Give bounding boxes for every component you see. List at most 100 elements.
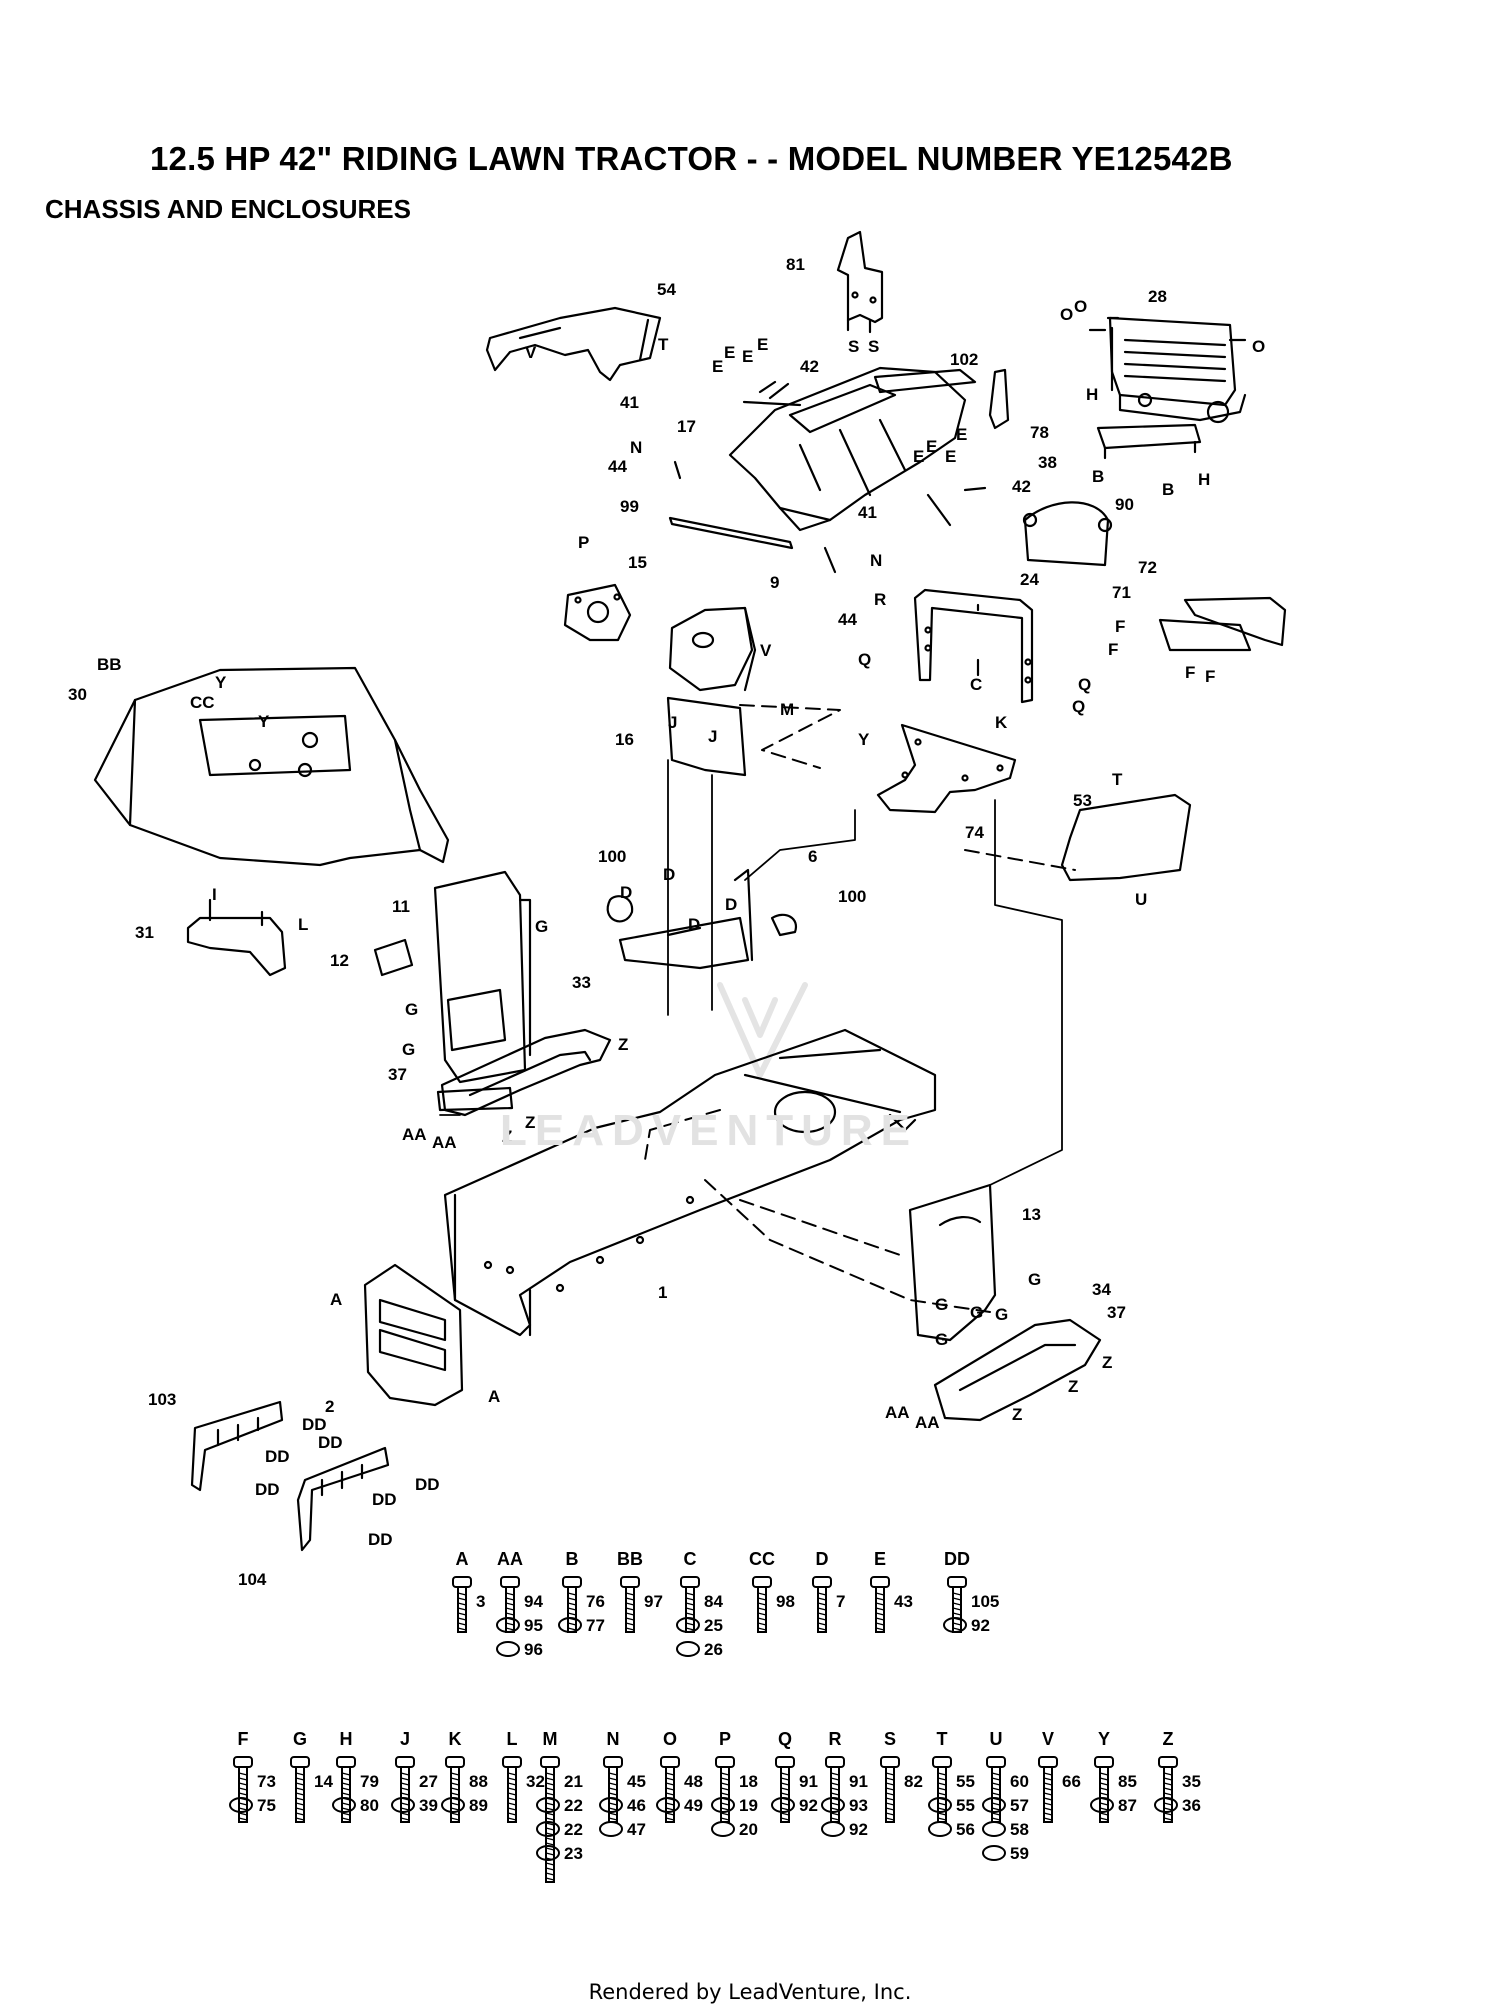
- ref-letter-Z: Z: [1012, 1405, 1022, 1424]
- part-42-left-shape: [758, 380, 790, 400]
- callout-CC: CC: [190, 693, 215, 712]
- ref-letter-D: D: [620, 883, 632, 902]
- hardware-letter: G: [293, 1729, 307, 1749]
- washer-icon: [943, 1617, 967, 1633]
- callout-41: 41: [620, 393, 639, 412]
- hardware-part-number: 85: [1118, 1772, 1137, 1791]
- washer-icon: [496, 1617, 520, 1633]
- callout-44: 44: [608, 457, 627, 476]
- reference-letters: V T S S E E E E E E E E N N O O O H H B …: [212, 297, 1265, 1549]
- part-37-left-shape: [436, 1086, 514, 1112]
- ref-letter-DD: DD: [372, 1490, 397, 1509]
- washer-icon: [821, 1797, 845, 1813]
- hardware-letter: F: [238, 1729, 249, 1749]
- hardware-letter: U: [990, 1729, 1003, 1749]
- hardware-letter: DD: [944, 1549, 970, 1569]
- ref-letter-Z: Z: [502, 1127, 512, 1146]
- ref-letter-B: B: [1162, 480, 1174, 499]
- hardware-part-number: 91: [849, 1772, 868, 1791]
- hardware-row2-h: H 79 80: [332, 1729, 379, 1823]
- callout-42: 42: [800, 357, 819, 376]
- ref-letter-I: I: [212, 885, 217, 904]
- hardware-part-number: 48: [684, 1772, 703, 1791]
- ref-letter-R: R: [874, 590, 886, 609]
- ref-letter-D: D: [725, 895, 737, 914]
- footer-credit: Rendered by LeadVenture, Inc.: [588, 1980, 912, 2004]
- callout-15: 15: [628, 553, 647, 572]
- callout-12: 12: [330, 951, 349, 970]
- ref-letter-Q: Q: [858, 650, 871, 669]
- washer-icon: [771, 1797, 795, 1813]
- bolt-head-icon: [775, 1756, 795, 1768]
- ref-letter-E: E: [926, 437, 937, 456]
- bolt-head-icon: [825, 1756, 845, 1768]
- callout-99: 99: [620, 497, 639, 516]
- hardware-part-number: 3: [476, 1592, 485, 1611]
- part-9-shape: [668, 606, 757, 692]
- bolt-head-icon: [986, 1756, 1006, 1768]
- hardware-part-number: 79: [360, 1772, 379, 1791]
- ref-letter-B: B: [1092, 467, 1104, 486]
- callout-AA: AA: [885, 1403, 910, 1422]
- hardware-letter: H: [340, 1729, 353, 1749]
- hardware-part-number: 82: [904, 1772, 923, 1791]
- callout-1: 1: [658, 1283, 667, 1302]
- ref-letter-F: F: [1205, 667, 1215, 686]
- washer-icon: [1090, 1797, 1114, 1813]
- hardware-part-number: 27: [419, 1772, 438, 1791]
- hardware-part-number: 84: [704, 1592, 723, 1611]
- ref-letter-F: F: [1115, 617, 1125, 636]
- leader-lines: [439, 759, 1063, 1186]
- watermark-text: LEADVENTURE: [500, 1106, 918, 1155]
- bolt-head-icon: [233, 1756, 253, 1768]
- ref-letter-DD: DD: [318, 1433, 343, 1452]
- part-6-shape: [618, 868, 754, 970]
- washer-icon: [391, 1797, 415, 1813]
- ref-letter-M: M: [780, 700, 794, 719]
- washer-icon: [711, 1821, 735, 1837]
- part-24-shape: [913, 588, 1034, 704]
- hardware-row1-a: A3: [452, 1549, 485, 1633]
- section-subtitle: CHASSIS AND ENCLOSURES: [45, 194, 411, 224]
- part-17-shape: [728, 366, 967, 532]
- part-74-shape: [876, 723, 1017, 814]
- ref-letter-C: C: [970, 675, 982, 694]
- bolt-head-icon: [603, 1756, 623, 1768]
- washer-icon: [1154, 1797, 1178, 1813]
- hardware-letter: E: [874, 1549, 886, 1569]
- hardware-part-number: 22: [564, 1796, 583, 1815]
- hardware-part-number: 32: [526, 1772, 545, 1791]
- part-100-left-shape: [606, 895, 634, 923]
- part-54-shape: [485, 306, 662, 382]
- ref-letter-T: T: [658, 335, 669, 354]
- hardware-part-number: 76: [586, 1592, 605, 1611]
- ref-letter-A: A: [488, 1387, 500, 1406]
- callout-41: 41: [858, 503, 877, 522]
- ref-letter-G: G: [935, 1295, 948, 1314]
- hardware-part-number: 75: [257, 1796, 276, 1815]
- hardware-letter: M: [543, 1729, 558, 1749]
- callout-103: 103: [148, 1390, 176, 1409]
- hardware-letter: L: [507, 1729, 518, 1749]
- hardware-letter: N: [607, 1729, 620, 1749]
- hardware-part-number: 80: [360, 1796, 379, 1815]
- ref-letter-Y: Y: [215, 673, 227, 692]
- hardware-part-number: 55: [956, 1772, 975, 1791]
- hardware-letter: Z: [1163, 1729, 1174, 1749]
- washer-icon: [332, 1797, 356, 1813]
- hardware-row1-e: E43: [870, 1549, 913, 1633]
- callout-11: 11: [392, 897, 410, 916]
- hardware-part-number: 7: [836, 1592, 845, 1611]
- hardware-part-number: 46: [627, 1796, 646, 1815]
- bolt-head-icon: [452, 1576, 472, 1588]
- callout-24: 24: [1020, 570, 1039, 589]
- callout-54: 54: [657, 280, 676, 299]
- hardware-part-number: 56: [956, 1820, 975, 1839]
- ref-letter-J: J: [668, 713, 677, 732]
- hardware-part-number: 39: [419, 1796, 438, 1815]
- ref-letter-G: G: [1028, 1270, 1041, 1289]
